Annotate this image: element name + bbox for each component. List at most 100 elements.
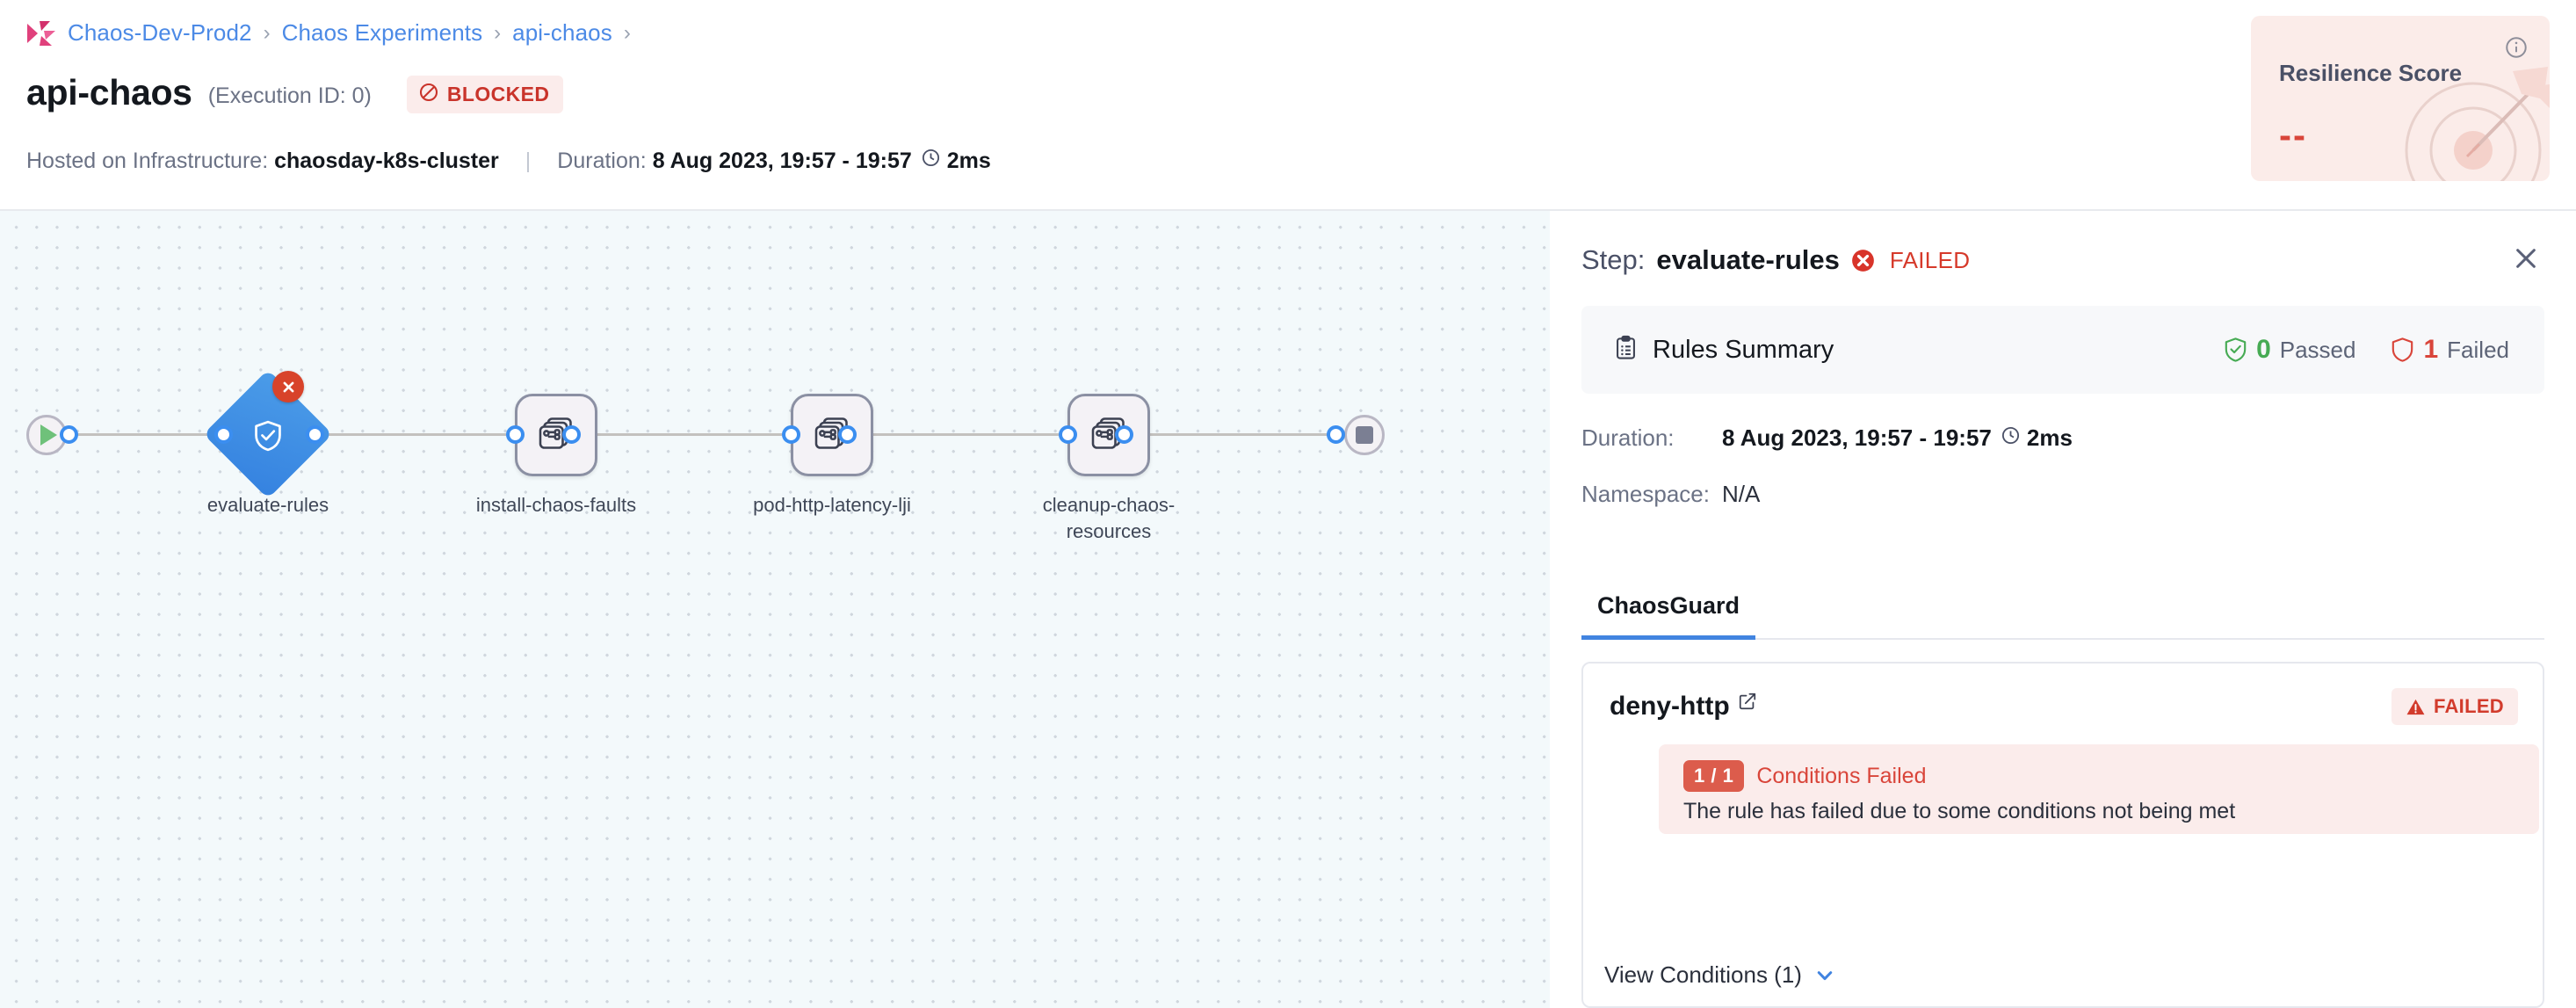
- step-title: Step: evaluate-rules FAILED: [1581, 244, 1970, 276]
- warning-triangle-icon: [2406, 697, 2426, 717]
- rule-status-label: FAILED: [2433, 695, 2504, 717]
- pipeline-end-node[interactable]: [1344, 415, 1385, 455]
- meta-divider: |: [525, 148, 532, 173]
- page-header: Chaos-Dev-Prod2 › Chaos Experiments › ap…: [0, 0, 2576, 211]
- shield-check-icon: [2224, 337, 2247, 363]
- rules-failed-label: Failed: [2447, 336, 2509, 363]
- error-x-icon: [272, 371, 304, 402]
- node-install-chaos-faults[interactable]: [515, 394, 597, 476]
- chevron-down-icon: [1813, 964, 1836, 987]
- detail-key-duration: Duration:: [1581, 424, 1675, 451]
- node-label-cleanup-chaos-resources: cleanup-chaos-resources: [1042, 494, 1176, 542]
- status-badge-label: BLOCKED: [446, 83, 550, 105]
- edge-evaluate-to-install: [315, 433, 506, 436]
- clock-icon: [921, 148, 941, 174]
- breadcrumb-separator: ›: [263, 20, 271, 45]
- rules-summary-stats: 0 Passed 1 Failed: [2224, 306, 2509, 394]
- resilience-score-value: --: [2279, 114, 2307, 156]
- node-label-evaluate-rules: evaluate-rules: [206, 494, 329, 516]
- port-end-in[interactable]: [1327, 425, 1345, 444]
- port-start-out[interactable]: [60, 425, 78, 444]
- detail-value-namespace: N/A: [1722, 481, 1761, 507]
- resilience-score-title: Resilience Score: [2279, 60, 2463, 86]
- infra-label: Hosted on Infrastructure:: [26, 148, 269, 173]
- port-evaluate-out[interactable]: [306, 425, 324, 444]
- external-link-icon[interactable]: [1738, 692, 1757, 711]
- panel-tabs: ChaosGuard: [1581, 585, 2544, 640]
- node-pod-http-latency-lji[interactable]: [791, 394, 873, 476]
- detail-key-namespace: Namespace:: [1581, 481, 1710, 507]
- target-arrow-icon: [2381, 45, 2550, 181]
- rule-card-deny-http: deny-http FAILED: [1581, 662, 2544, 1008]
- rule-status-badge: FAILED: [2391, 688, 2518, 725]
- detail-row-duration: Duration: 8 Aug 2023, 19:57 - 19:57 2ms: [1581, 424, 2073, 452]
- rules-passed-label: Passed: [2279, 336, 2356, 363]
- port-evaluate-in[interactable]: [214, 425, 233, 444]
- clipboard-list-icon: [1613, 335, 1639, 365]
- resilience-score-card: Resilience Score --: [2251, 16, 2550, 181]
- rules-passed-stat: 0 Passed: [2224, 335, 2355, 365]
- breadcrumb-separator: ›: [494, 20, 502, 45]
- header-meta: Hosted on Infrastructure: chaosday-k8s-c…: [26, 148, 991, 174]
- conditions-count-chip: 1 / 1: [1683, 760, 1745, 792]
- pipeline-canvas[interactable]: evaluate-rules install-chaos-faults: [0, 211, 1550, 1008]
- tab-chaosguard[interactable]: ChaosGuard: [1581, 585, 1756, 640]
- port-cleanup-in[interactable]: [1059, 425, 1077, 444]
- blocked-circle-icon: [418, 82, 439, 107]
- harness-logo-icon: [26, 20, 56, 47]
- view-conditions-label: View Conditions (1): [1604, 961, 1802, 988]
- port-install-in[interactable]: [506, 425, 525, 444]
- port-install-out[interactable]: [562, 425, 581, 444]
- port-pod-out[interactable]: [838, 425, 857, 444]
- rules-summary-label: Rules Summary: [1653, 335, 1834, 364]
- port-pod-in[interactable]: [782, 425, 800, 444]
- duration-label: Duration:: [557, 148, 647, 173]
- error-x-icon: [1851, 249, 1875, 272]
- detail-value-elapsed: 2ms: [2026, 424, 2073, 451]
- duration-value: 8 Aug 2023, 19:57 - 19:57: [652, 148, 912, 173]
- detail-value-duration: 8 Aug 2023, 19:57 - 19:57: [1722, 424, 1992, 451]
- rules-failed-stat: 1 Failed: [2391, 335, 2509, 365]
- rules-passed-count: 0: [2256, 335, 2271, 364]
- breadcrumb-item-1[interactable]: Chaos Experiments: [281, 19, 483, 46]
- rules-failed-count: 1: [2423, 335, 2439, 364]
- play-icon: [40, 424, 57, 446]
- conditions-failed-box: 1 / 1 Conditions Failed The rule has fai…: [1659, 744, 2539, 834]
- clock-icon: [2001, 424, 2021, 452]
- breadcrumb: Chaos-Dev-Prod2 › Chaos Experiments › ap…: [26, 19, 631, 47]
- rule-name: deny-http: [1610, 692, 1730, 721]
- rule-header: deny-http: [1610, 692, 1757, 722]
- panel-header: Step: evaluate-rules FAILED: [1550, 211, 2576, 303]
- conditions-failed-title: Conditions Failed: [1756, 763, 1927, 788]
- conditions-failed-header: 1 / 1 Conditions Failed: [1683, 760, 1926, 792]
- conditions-failed-description: The rule has failed due to some conditio…: [1683, 799, 2236, 823]
- edge-pod-to-cleanup: [848, 433, 1059, 436]
- execution-id: (Execution ID: 0): [207, 83, 372, 108]
- info-circle-icon[interactable]: [2504, 35, 2529, 64]
- edge-cleanup-to-end: [1125, 433, 1335, 436]
- rules-summary-box: Rules Summary 0 Passed: [1581, 306, 2544, 394]
- status-badge: BLOCKED: [406, 76, 564, 113]
- step-details-panel: Step: evaluate-rules FAILED: [1550, 211, 2576, 1008]
- node-label-install-chaos-faults: install-chaos-faults: [475, 494, 637, 516]
- step-status: FAILED: [1889, 246, 1971, 273]
- page-title: api-chaos: [26, 72, 192, 112]
- rules-summary-left: Rules Summary: [1613, 306, 1834, 394]
- breadcrumb-item-0[interactable]: Chaos-Dev-Prod2: [68, 19, 252, 46]
- edge-install-to-pod: [571, 433, 782, 436]
- chaos-faults-stack-icon: [1090, 415, 1127, 456]
- title-row: api-chaos (Execution ID: 0) BLOCKED: [26, 72, 564, 113]
- node-cleanup-chaos-resources[interactable]: [1067, 394, 1150, 476]
- close-icon[interactable]: [2507, 239, 2545, 278]
- stop-icon: [1356, 426, 1373, 444]
- node-label-pod-http-latency-lji: pod-http-latency-lji: [753, 494, 911, 516]
- view-conditions-toggle[interactable]: View Conditions (1): [1604, 961, 1836, 989]
- chaos-faults-stack-icon: [814, 415, 850, 456]
- step-name: evaluate-rules: [1656, 244, 1840, 275]
- detail-row-namespace: Namespace: N/A: [1581, 481, 1760, 508]
- port-cleanup-out[interactable]: [1115, 425, 1133, 444]
- infra-value: chaosday-k8s-cluster: [274, 148, 499, 173]
- duration-elapsed: 2ms: [946, 148, 991, 173]
- breadcrumb-item-2[interactable]: api-chaos: [512, 19, 612, 46]
